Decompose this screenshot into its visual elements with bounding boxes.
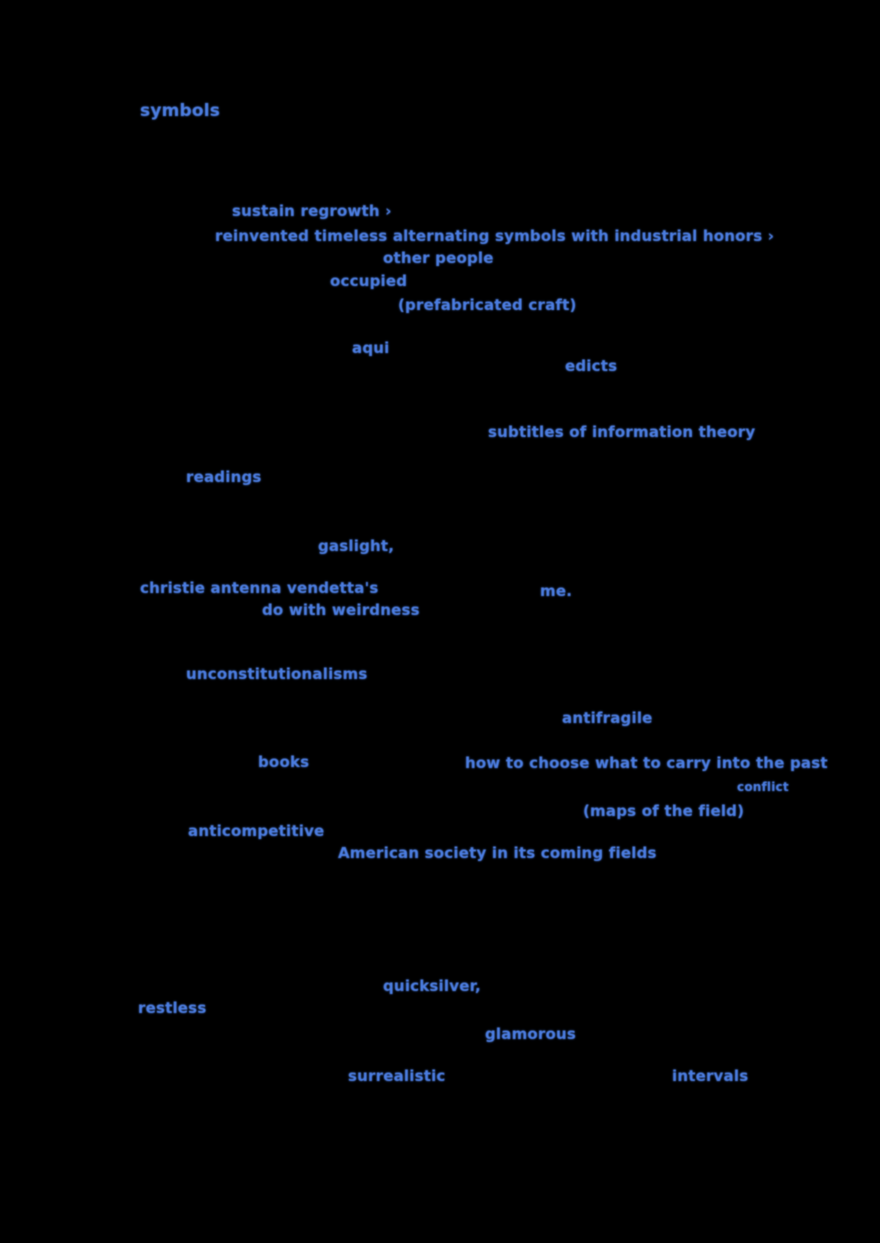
- hyperlink-glamorous[interactable]: glamorous: [485, 1025, 577, 1043]
- hyperlink-unconstitutional[interactable]: unconstitutionalisms: [186, 665, 368, 683]
- hyperlink-surrealistic[interactable]: surrealistic: [348, 1067, 446, 1085]
- hyperlink-antifragile[interactable]: antifragile: [562, 709, 653, 727]
- hyperlink-american-society[interactable]: American society in its coming fields: [338, 844, 657, 862]
- hyperlink-christie[interactable]: christie antenna vendetta's: [140, 579, 379, 597]
- hyperlink-anticompetitive[interactable]: anticompetitive: [188, 822, 325, 840]
- hyperlink-maps-of-field[interactable]: (maps of the field): [583, 802, 745, 820]
- hyperlink-reinvented-line[interactable]: reinvented timeless alternating symbols …: [215, 227, 775, 245]
- hyperlink-occupied[interactable]: occupied: [330, 272, 408, 290]
- hyperlink-aqui[interactable]: aqui: [352, 339, 390, 357]
- hyperlink-weirdness[interactable]: do with weirdness: [262, 601, 420, 619]
- hyperlink-books[interactable]: books: [258, 753, 310, 771]
- hyperlink-restless[interactable]: restless: [138, 999, 207, 1017]
- hyperlink-readings[interactable]: readings: [186, 468, 262, 486]
- hyperlink-intervals[interactable]: intervals: [672, 1067, 749, 1085]
- hyperlink-subtitles[interactable]: subtitles of information theory: [488, 423, 756, 441]
- hyperlink-how-to-choose[interactable]: how to choose what to carry into the pas…: [465, 754, 828, 772]
- hyperlink-gaslight[interactable]: gaslight,: [318, 537, 395, 555]
- hyperlink-prefabricated[interactable]: (prefabricated craft): [398, 296, 577, 314]
- hyperlink-other-people[interactable]: other people: [383, 249, 494, 267]
- hyperlink-me[interactable]: me.: [540, 582, 573, 600]
- hyperlink-quicksilver[interactable]: quicksilver,: [383, 977, 481, 995]
- hyperlink-conflict[interactable]: conflict: [737, 780, 789, 794]
- hyperlink-symbols[interactable]: symbols: [140, 101, 221, 121]
- hyperlink-sustain-regrowth[interactable]: sustain regrowth ›: [232, 202, 392, 220]
- hyperlink-edicts[interactable]: edicts: [565, 357, 618, 375]
